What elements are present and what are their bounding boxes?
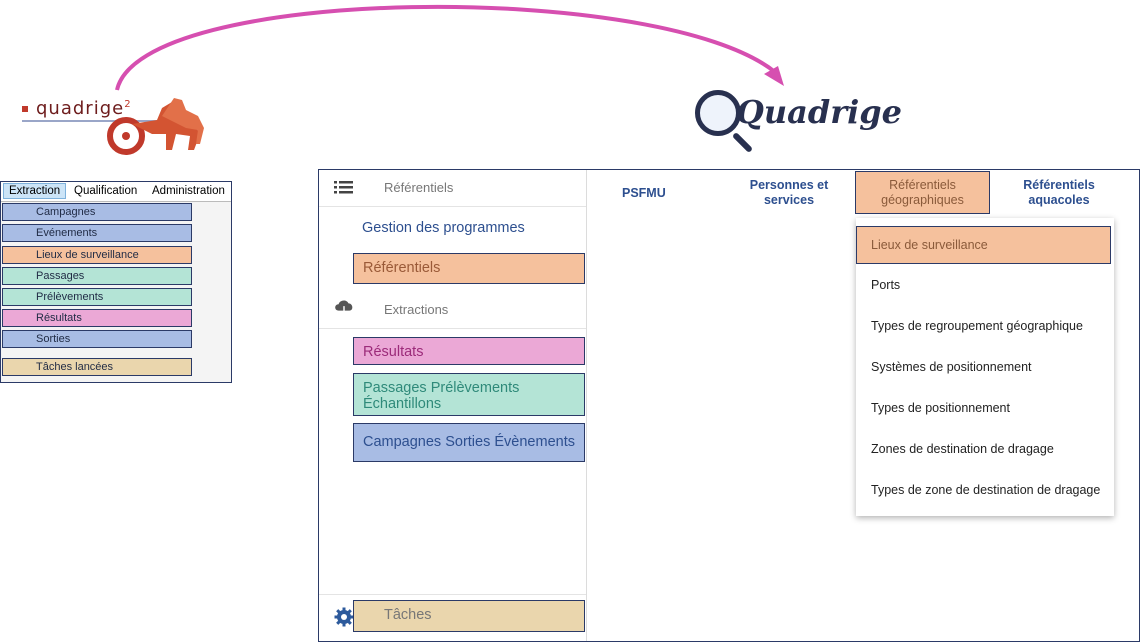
quadrige2-logo: quadrige2	[22, 92, 207, 158]
dropdown-item-lieux[interactable]: Lieux de surveillance	[856, 226, 1111, 264]
cloud-download-icon	[335, 300, 353, 316]
magnifier-logo-icon	[695, 90, 741, 136]
menu-administration[interactable]: Administration	[152, 185, 225, 197]
tab-referentiels-geographiques[interactable]: Référentiels géographiques	[855, 171, 990, 214]
sidebar-section-label: Extractions	[384, 302, 449, 317]
geo-dropdown-menu: Lieux de surveillance Ports Types de reg…	[856, 218, 1114, 516]
sidebar-item-resultats[interactable]: Résultats	[353, 337, 585, 365]
sidebar-item-taches[interactable]: Tâches	[353, 600, 585, 632]
sidebar-section-extractions[interactable]: Extractions	[319, 292, 586, 329]
legacy-item-prelevements[interactable]: Prélèvements	[2, 288, 192, 306]
dropdown-item-systemes-positionnement[interactable]: Systèmes de positionnement	[871, 360, 1032, 374]
migration-arrow	[115, 4, 784, 91]
legacy-menu: Extraction Qualification Administration …	[0, 181, 232, 383]
horse-chariot-logo	[107, 98, 204, 155]
legacy-item-lieux[interactable]: Lieux de surveillance	[2, 246, 192, 264]
dropdown-item-ports[interactable]: Ports	[871, 278, 901, 292]
sidebar-item-gestion-programmes[interactable]: Gestion des programmes	[362, 220, 525, 236]
legacy-item-campagnes[interactable]: Campagnes	[2, 203, 192, 221]
sidebar-section-label: Référentiels	[384, 180, 454, 195]
tab-personnes-services[interactable]: Personnes et services	[749, 178, 829, 207]
sidebar: Référentiels Gestion des programmes Réfé…	[319, 170, 587, 641]
gear-icon[interactable]	[334, 607, 354, 627]
menu-list-icon	[334, 181, 353, 194]
quadrige-logo: Quadrige	[690, 85, 902, 165]
dropdown-item-types-zone-dragage[interactable]: Types de zone de destination de dragage	[871, 483, 1101, 497]
dropdown-item-zones-dragage[interactable]: Zones de destination de dragage	[871, 442, 1054, 456]
menu-extraction[interactable]: Extraction	[3, 183, 67, 199]
legacy-item-taches[interactable]: Tâches lancées	[2, 358, 192, 376]
sidebar-item-passages[interactable]: Passages Prélèvements Échantillons	[353, 373, 585, 416]
legacy-item-sorties[interactable]: Sorties	[2, 330, 192, 348]
tab-psfmu[interactable]: PSFMU	[622, 186, 666, 200]
menu-qualification[interactable]: Qualification	[74, 185, 138, 197]
sidebar-section-referentiels[interactable]: Référentiels	[319, 170, 586, 207]
dropdown-item-types-positionnement[interactable]: Types de positionnement	[871, 401, 1010, 415]
sidebar-item-referentiels[interactable]: Référentiels	[353, 253, 585, 284]
legacy-menubar: Extraction Qualification Administration	[1, 182, 231, 202]
dropdown-item-types-regroupement[interactable]: Types de regroupement géographique	[871, 319, 1083, 333]
quadrige2-wordmark: quadrige2	[22, 98, 132, 119]
quadrige-app: Référentiels Gestion des programmes Réfé…	[318, 169, 1140, 642]
legacy-item-resultats[interactable]: Résultats	[2, 309, 192, 327]
legacy-item-passages[interactable]: Passages	[2, 267, 192, 285]
legacy-item-evenements[interactable]: Evénements	[2, 224, 192, 242]
sidebar-item-campagnes[interactable]: Campagnes Sorties Évènements	[353, 423, 585, 462]
tab-referentiels-aquacoles[interactable]: Référentiels aquacoles	[1023, 178, 1095, 207]
